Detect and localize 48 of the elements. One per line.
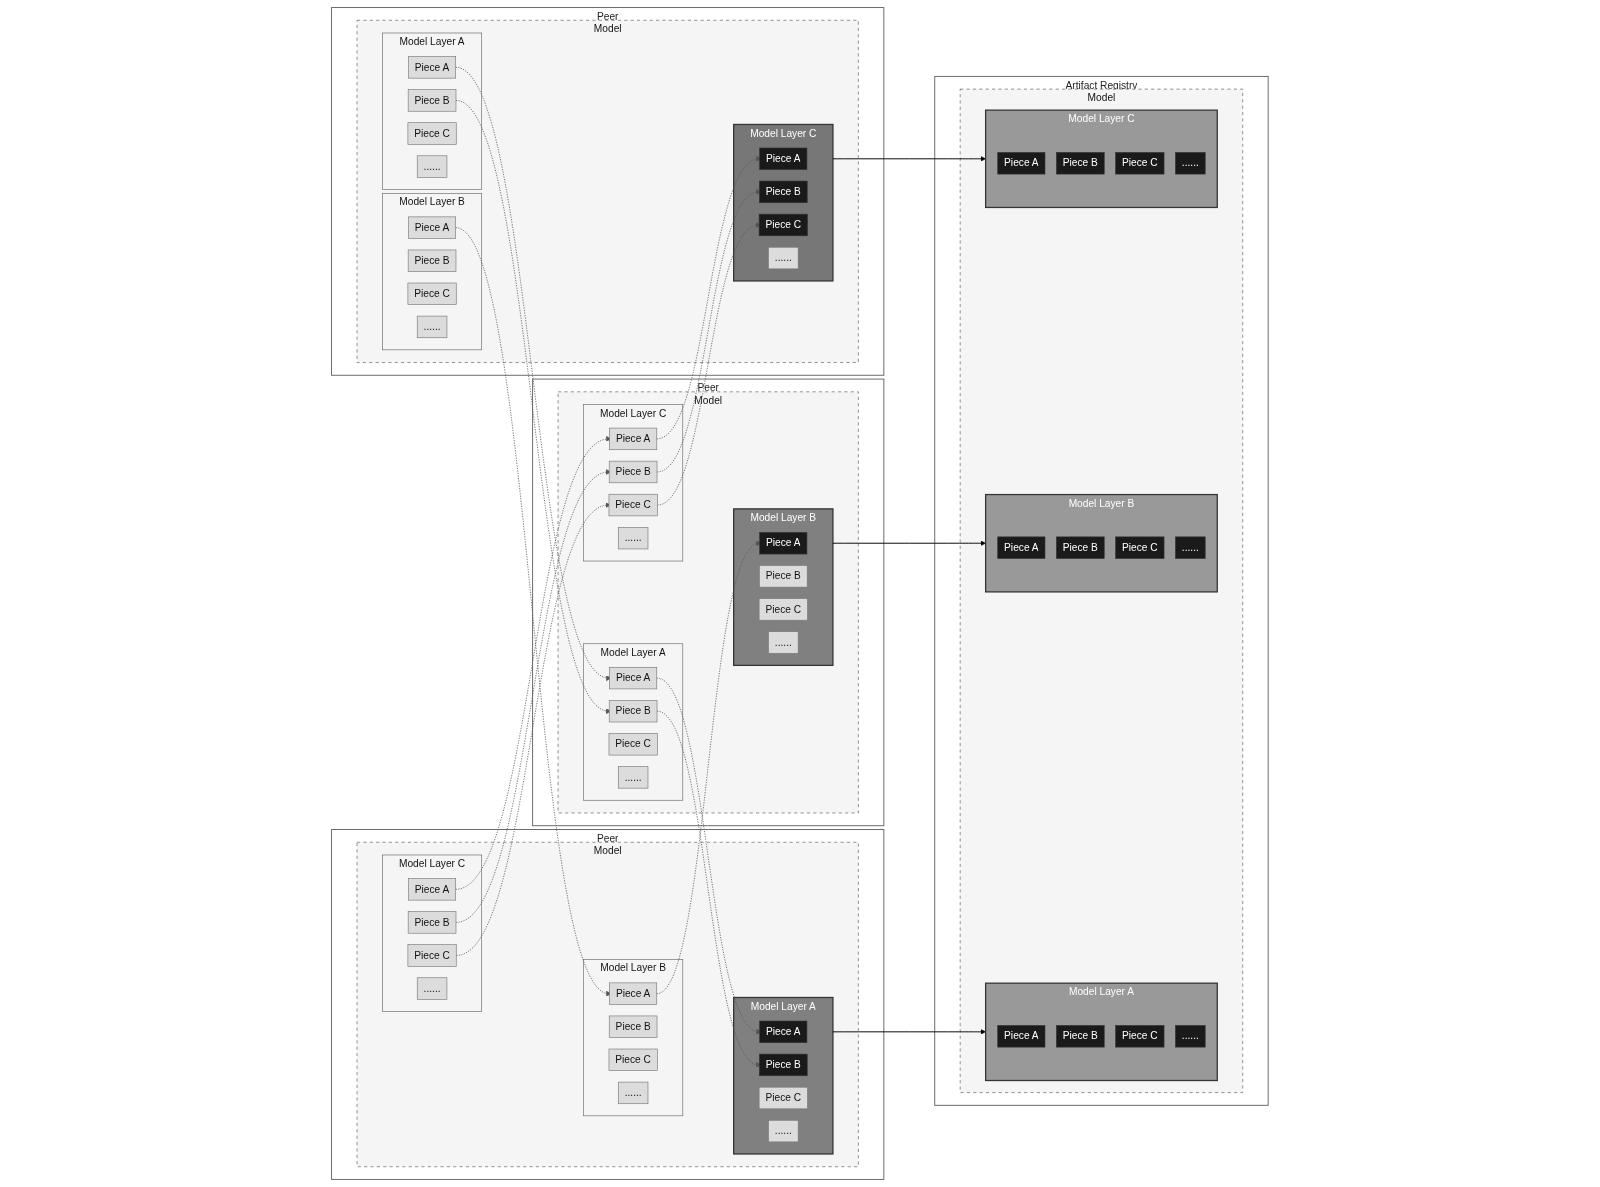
node-box: ......: [1175, 536, 1206, 559]
node-box: Piece C: [608, 733, 658, 756]
node-box: ......: [768, 631, 799, 654]
node-box: Piece B: [1056, 152, 1105, 175]
node-box: Piece A: [408, 216, 457, 239]
node-box: Piece A: [759, 532, 808, 555]
node-box: Piece C: [407, 282, 457, 305]
node-box: ......: [417, 155, 448, 178]
node-box: Piece B: [1056, 1025, 1105, 1048]
node-box: Piece A: [997, 152, 1046, 175]
node-box: Piece B: [759, 565, 808, 588]
node-box: Piece B: [1056, 536, 1105, 559]
node-box: ......: [618, 1081, 649, 1105]
node-box: Piece C: [407, 122, 457, 145]
node-box: Piece A: [997, 536, 1046, 559]
node-box: ......: [768, 246, 799, 270]
node-box: Piece B: [408, 911, 457, 934]
node-box: ......: [1175, 1025, 1206, 1048]
node-box: Piece B: [609, 460, 658, 484]
node-box: Piece A: [997, 1025, 1046, 1048]
node-box: Piece B: [759, 180, 808, 203]
node-box: ......: [417, 315, 448, 339]
node-box: Piece C: [1115, 1025, 1165, 1048]
node-box: Piece B: [609, 700, 658, 723]
node-box: Piece C: [1115, 536, 1165, 559]
node-box: Piece B: [759, 1053, 808, 1077]
node-box: Piece A: [609, 427, 658, 451]
node-box: Piece A: [408, 56, 457, 79]
node-box: ......: [768, 1119, 799, 1143]
node-box: Piece C: [758, 213, 808, 237]
node-box: Piece A: [759, 147, 808, 170]
node-box: Piece A: [609, 666, 658, 690]
node-box: Piece C: [608, 493, 658, 517]
node-box: Piece A: [759, 1020, 808, 1043]
node-box: Piece C: [608, 1048, 658, 1071]
node-box: Piece B: [408, 89, 457, 112]
node-box: Piece C: [407, 944, 457, 967]
node-box: Piece A: [408, 878, 457, 901]
node-box: ......: [1175, 152, 1206, 175]
node-box: Piece C: [758, 598, 808, 621]
node-box: ......: [618, 527, 649, 550]
node-box: ......: [618, 766, 649, 789]
node-box: Piece B: [609, 1015, 658, 1038]
node-box: Piece C: [1115, 152, 1165, 175]
node-box: Piece A: [609, 982, 658, 1005]
node-box: Piece B: [408, 249, 457, 272]
node-box: Piece C: [758, 1086, 808, 1110]
node-box: ......: [417, 977, 448, 1000]
